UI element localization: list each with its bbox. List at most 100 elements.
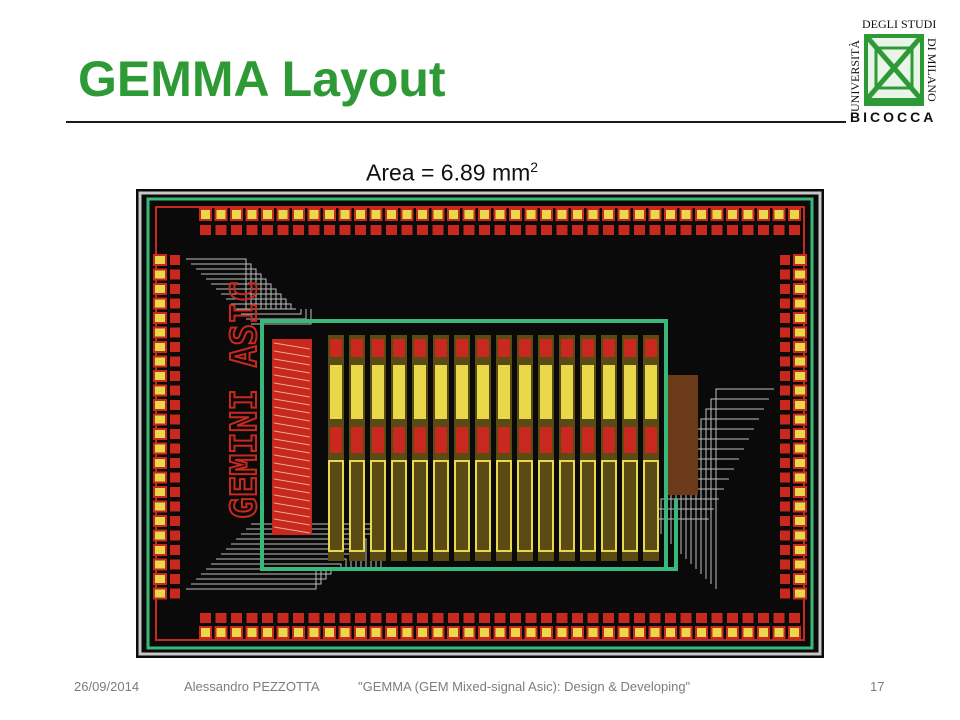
bond-pad bbox=[338, 626, 352, 639]
bond-pad-driver bbox=[246, 613, 258, 623]
bond-pad-driver bbox=[618, 613, 630, 623]
bond-pad bbox=[726, 626, 739, 639]
bond-pad-driver bbox=[231, 613, 242, 623]
bond-pad bbox=[245, 626, 259, 639]
bond-pad bbox=[153, 384, 167, 397]
route-trace bbox=[196, 268, 257, 309]
chip-outer-ring bbox=[138, 191, 822, 656]
digital-cell-row bbox=[273, 494, 311, 502]
bond-pad bbox=[664, 626, 677, 639]
channel-output bbox=[328, 460, 344, 552]
channel-discriminator bbox=[561, 427, 573, 453]
bond-pad-driver bbox=[649, 613, 661, 623]
bond-pad bbox=[214, 626, 228, 639]
bond-pad bbox=[307, 208, 321, 221]
bond-pad-driver bbox=[170, 516, 180, 526]
route-trace bbox=[710, 398, 769, 584]
bond-pad-driver bbox=[696, 613, 707, 623]
bond-pad-driver bbox=[432, 613, 444, 623]
route-trace bbox=[196, 569, 327, 580]
bond-pad bbox=[153, 486, 167, 498]
bond-pad bbox=[695, 626, 708, 639]
bond-pad bbox=[741, 626, 755, 639]
bond-pad bbox=[199, 626, 212, 639]
bond-pad bbox=[153, 442, 167, 455]
bond-pad bbox=[602, 626, 615, 639]
bond-pad-driver bbox=[780, 371, 790, 381]
bond-pad-driver bbox=[680, 225, 692, 235]
bond-pad-driver bbox=[200, 613, 211, 623]
bond-pad bbox=[153, 515, 167, 527]
bond-pad bbox=[710, 208, 724, 221]
bond-pad bbox=[447, 626, 460, 639]
bond-pad-driver bbox=[463, 613, 475, 623]
bond-pad bbox=[664, 208, 677, 221]
bond-pad bbox=[524, 208, 538, 221]
channel-shaper bbox=[456, 365, 468, 419]
bond-pad bbox=[679, 208, 693, 221]
bond-pad bbox=[153, 457, 167, 469]
digital-block-hatch bbox=[273, 342, 311, 534]
logo-vertical-text: UNIVERSITÀ bbox=[848, 40, 862, 112]
channel-preamp bbox=[498, 339, 510, 357]
bond-pad bbox=[586, 208, 600, 221]
bond-pad bbox=[447, 208, 460, 221]
digital-cell-row bbox=[273, 406, 311, 414]
bond-pad-driver bbox=[603, 225, 614, 235]
channel-preamp bbox=[645, 339, 657, 357]
bond-pad-driver bbox=[780, 255, 790, 265]
bond-pad-driver bbox=[742, 613, 754, 623]
bond-pad bbox=[793, 544, 807, 556]
digital-cell-row bbox=[273, 390, 311, 398]
bond-pad-driver bbox=[355, 225, 366, 235]
core-block-frame bbox=[260, 319, 668, 571]
channel-preamp bbox=[435, 339, 447, 357]
bond-pad bbox=[493, 208, 507, 221]
route-trace bbox=[201, 273, 262, 309]
area-label: Area = 6.89 mm2 bbox=[366, 160, 538, 185]
title-divider bbox=[66, 121, 846, 123]
bond-pad bbox=[323, 208, 336, 221]
bond-pad bbox=[793, 326, 807, 339]
bond-pad bbox=[793, 457, 807, 469]
bond-pad-driver bbox=[789, 613, 800, 623]
digital-cell-row bbox=[273, 374, 311, 382]
channel-output bbox=[517, 460, 533, 552]
channel-output bbox=[622, 460, 638, 552]
channel-discriminator bbox=[435, 427, 447, 453]
bond-pad-driver bbox=[773, 613, 785, 623]
pad-column-left bbox=[153, 254, 180, 600]
channel-discriminator bbox=[645, 427, 657, 453]
bond-pad-driver bbox=[170, 472, 180, 483]
digital-cell-row bbox=[273, 454, 311, 462]
channel-discriminator bbox=[414, 427, 426, 453]
bond-pad bbox=[793, 573, 807, 585]
bond-pad-driver bbox=[618, 225, 630, 235]
bond-pad bbox=[633, 208, 646, 221]
bond-pad bbox=[648, 626, 662, 639]
footer-date: 26/09/2014 bbox=[74, 679, 140, 694]
bond-pad-driver bbox=[170, 429, 180, 439]
channel-preamp bbox=[561, 339, 573, 357]
bond-pad-driver bbox=[711, 613, 723, 623]
logo-text-top: DEGLI STUDI bbox=[862, 17, 936, 31]
bond-pad bbox=[354, 208, 367, 221]
channel-output bbox=[496, 460, 512, 552]
channel-output bbox=[559, 460, 575, 552]
bond-pad-driver bbox=[649, 225, 661, 235]
channel-output bbox=[580, 460, 596, 552]
bond-pad-driver bbox=[572, 613, 583, 623]
bond-pad bbox=[261, 208, 274, 221]
channel-shaper bbox=[351, 365, 363, 419]
channel-discriminator bbox=[519, 427, 531, 453]
bond-pad bbox=[153, 312, 167, 324]
channel-discriminator bbox=[582, 427, 594, 453]
bond-pad-driver bbox=[170, 559, 180, 570]
bond-pad bbox=[793, 268, 807, 281]
digital-cell-row bbox=[273, 342, 311, 350]
bond-pad bbox=[793, 283, 807, 295]
channel-discriminator bbox=[498, 427, 510, 453]
digital-cell-row bbox=[273, 382, 311, 390]
bond-pad-driver bbox=[780, 530, 790, 541]
bond-pad-driver bbox=[339, 225, 351, 235]
